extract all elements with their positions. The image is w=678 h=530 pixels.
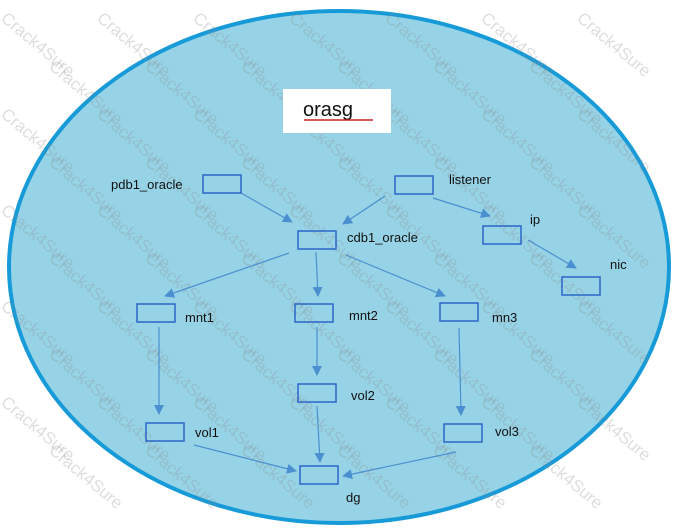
node-label-vol1: vol1 <box>195 425 219 440</box>
node-label-pdb1_oracle: pdb1_oracle <box>111 177 183 192</box>
node-label-mnt1: mnt1 <box>185 310 214 325</box>
node-label-nic: nic <box>610 257 627 272</box>
node-label-mnt2: mnt2 <box>349 308 378 323</box>
node-label-mn3: mn3 <box>492 310 517 325</box>
node-label-vol3: vol3 <box>495 424 519 439</box>
node-box-listener <box>394 175 434 195</box>
edge-cdb1_oracle-to-mnt1 <box>164 252 290 298</box>
edge-pdb1_oracle-to-cdb1_oracle <box>240 192 293 223</box>
node-box-vol2 <box>297 383 337 403</box>
edge-mn3-to-vol3 <box>455 327 466 416</box>
node-label-vol2: vol2 <box>351 388 375 403</box>
node-box-vol1 <box>145 422 185 442</box>
service-group-ellipse <box>7 9 671 525</box>
node-label-ip: ip <box>530 212 540 227</box>
edge-listener-to-ip <box>432 197 491 219</box>
edge-cdb1_oracle-to-mnt2 <box>312 251 323 297</box>
title-box <box>283 89 391 133</box>
node-box-ip <box>482 225 522 245</box>
title-text: orasg <box>303 99 353 121</box>
node-box-cdb1_oracle <box>297 230 337 250</box>
node-box-mnt2 <box>294 303 334 323</box>
node-label-dg: dg <box>346 490 360 505</box>
edges-layer <box>154 192 577 480</box>
edge-vol1-to-dg <box>193 444 297 474</box>
node-box-mn3 <box>439 302 479 322</box>
edge-ip-to-nic <box>527 239 577 269</box>
edge-vol3-to-dg <box>342 451 457 480</box>
nodes-layer: pdb1_oracle listener cdb1_oracle ip nic mnt1 m… <box>111 172 627 505</box>
node-box-vol3 <box>443 423 483 443</box>
edge-cdb1_oracle-to-mn3 <box>345 254 446 298</box>
watermark-text: Crack4Sure <box>573 9 654 81</box>
node-box-nic <box>561 276 601 296</box>
node-label-listener: listener <box>449 172 492 187</box>
node-box-dg <box>299 465 339 485</box>
edge-vol2-to-dg <box>314 405 325 463</box>
node-box-mnt1 <box>136 303 176 323</box>
node-label-cdb1_oracle: cdb1_oracle <box>347 230 418 245</box>
edge-listener-to-cdb1_oracle <box>342 195 386 225</box>
node-box-pdb1_oracle <box>202 174 242 194</box>
